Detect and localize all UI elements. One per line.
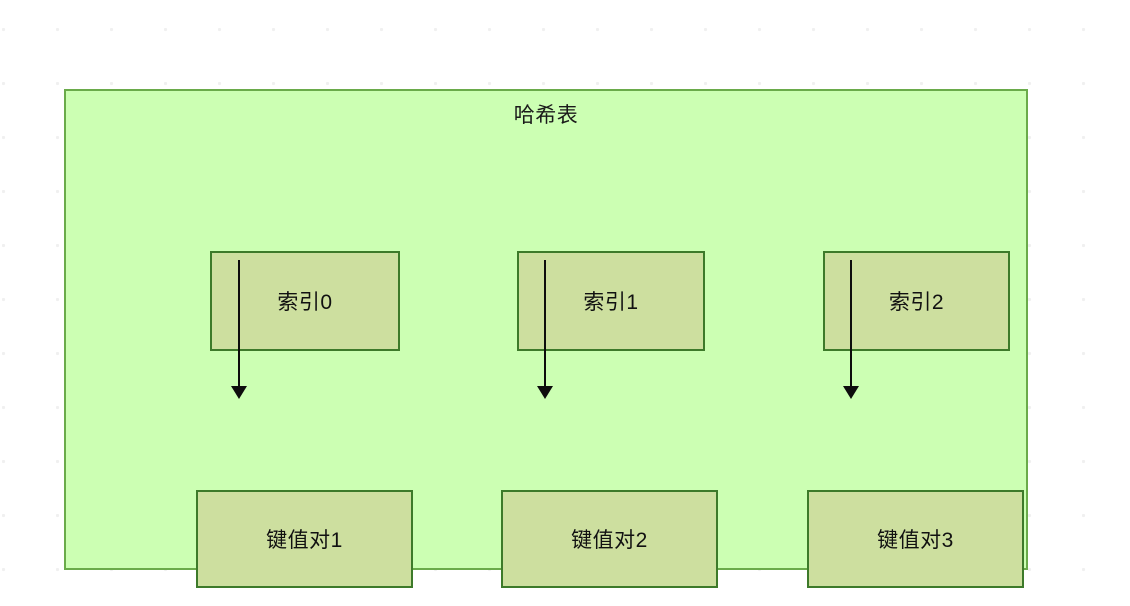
key-value-node-2[interactable]: 键值对3 xyxy=(807,490,1024,588)
hash-table-title: 哈希表 xyxy=(513,104,579,127)
index-node-2[interactable]: 索引2 xyxy=(823,251,1010,351)
hash-table-container[interactable]: 哈希表 索引0 索引1 索引2 键值对1 键值对2 键值对3 xyxy=(64,89,1028,588)
key-value-node-1[interactable]: 键值对2 xyxy=(501,490,718,588)
key-value-node-0[interactable]: 键值对1 xyxy=(196,490,413,588)
index-node-1[interactable]: 索引1 xyxy=(517,251,705,351)
index-node-0[interactable]: 索引0 xyxy=(210,251,400,351)
